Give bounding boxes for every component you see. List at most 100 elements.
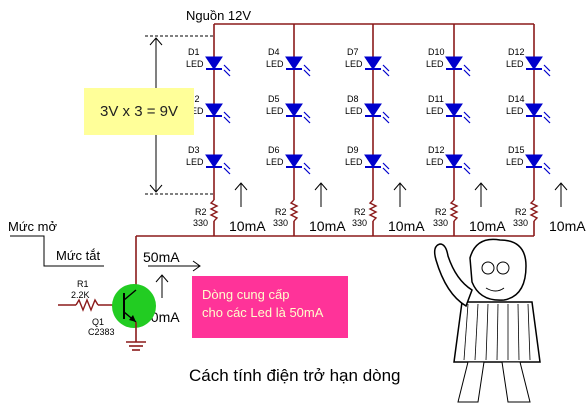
led-diode-icon (364, 56, 390, 77)
led-type-label: LED (426, 59, 444, 69)
led-ray (382, 162, 390, 170)
led-ray (303, 111, 311, 119)
led-ray (303, 162, 311, 170)
resistor-name: R2 (354, 207, 366, 217)
resistor-value: 330 (193, 218, 208, 228)
led-ray (382, 64, 390, 72)
led-diode-icon (445, 56, 471, 77)
professor-jacket-stripe (474, 303, 479, 361)
led-triangle (525, 154, 543, 168)
led-diode-icon (364, 103, 390, 124)
total-current-arrow-head (192, 260, 201, 272)
professor-eye (496, 261, 510, 275)
transistor-emitter-arrow (129, 315, 136, 322)
led-type-label: LED (426, 106, 444, 116)
led-triangle (285, 154, 303, 168)
led-type-label: LED (426, 157, 444, 167)
professor-jacket-stripe (496, 303, 499, 361)
led-diode-icon (285, 103, 311, 124)
led-diode-icon (285, 56, 311, 77)
resistor-name: R2 (515, 207, 527, 217)
led-ray (543, 167, 551, 175)
led-triangle (205, 154, 223, 168)
led-diode-icon (525, 103, 551, 124)
current-arrow-head (234, 182, 248, 191)
resistor-value: 330 (273, 218, 288, 228)
led-triangle (445, 154, 463, 168)
dimension-arrow-head (149, 184, 163, 193)
led-ray (463, 162, 471, 170)
led-name: D5 (268, 94, 280, 104)
column-current-label: 10mA (388, 218, 425, 234)
led-name: D3 (188, 145, 200, 155)
current-arrow-head (314, 182, 328, 191)
led-diode-icon (205, 154, 231, 175)
led-ray (303, 167, 311, 175)
led-triangle (205, 103, 223, 117)
transistor-name: Q1 (92, 317, 104, 327)
led-type-label: LED (186, 157, 204, 167)
led-diode-icon (364, 154, 390, 175)
base-resistor-name: R1 (77, 279, 89, 289)
led-type-label: LED (266, 157, 284, 167)
led-ray (382, 69, 390, 77)
led-name: D1 (188, 47, 200, 57)
led-ray (223, 69, 231, 77)
led-triangle (285, 103, 303, 117)
led-name: D4 (268, 47, 280, 57)
column-current-label: 10mA (469, 218, 506, 234)
column-current-label: 10mA (549, 218, 586, 234)
led-diode-icon (445, 103, 471, 124)
led-triangle (525, 56, 543, 70)
led-triangle (364, 154, 382, 168)
resistor-zigzag (289, 199, 299, 222)
resistor-zigzag (449, 199, 459, 222)
current-arrow-head (554, 182, 568, 191)
led-type-label: LED (345, 106, 363, 116)
signal-high-label: Mức mở (8, 219, 57, 234)
resistor-name: R2 (435, 207, 447, 217)
professor-jacket-stripe (527, 303, 531, 361)
led-name: D6 (268, 145, 280, 155)
led-name: D10 (428, 47, 445, 57)
signal-low-label: Mức tắt (56, 248, 100, 263)
led-ray (223, 64, 231, 72)
resistor-value: 330 (352, 218, 367, 228)
column-current-label: 10mA (309, 218, 346, 234)
led-triangle (364, 103, 382, 117)
base-resistor-zigzag (75, 298, 99, 312)
led-type-label: LED (186, 106, 204, 116)
led-diode-icon (205, 103, 231, 124)
signal-waveform (10, 235, 104, 267)
led-diode-icon (205, 56, 231, 77)
led-triangle (285, 56, 303, 70)
professor-mouth (485, 287, 505, 292)
led-name: D7 (347, 47, 359, 57)
led-ray (303, 69, 311, 77)
emitter-current-arrow-head (155, 274, 169, 283)
resistor-name: R2 (275, 207, 287, 217)
led-triangle (445, 56, 463, 70)
led-ray (303, 116, 311, 124)
led-type-label: LED (345, 59, 363, 69)
led-ray (223, 162, 231, 170)
professor-raised-arm (433, 243, 473, 308)
led-ray (543, 69, 551, 77)
led-ray (223, 111, 231, 119)
supply-box-line-2: cho các Led là 50mA (202, 305, 324, 320)
total-current-top-label: 50mA (143, 249, 180, 265)
led-diode-icon (445, 154, 471, 175)
led-ray (543, 64, 551, 72)
led-name: D11 (428, 94, 444, 104)
transistor-collector (123, 289, 137, 301)
current-arrow-head (474, 182, 488, 191)
led-ray (463, 111, 471, 119)
diagram-caption: Cách tính điện trở hạn dòng (189, 366, 401, 385)
led-ray (463, 167, 471, 175)
resistor-value: 330 (513, 218, 528, 228)
supply-label: Nguồn 12V (186, 8, 251, 23)
professor-leg (501, 361, 531, 403)
led-name: D12 (508, 47, 525, 57)
led-triangle (364, 56, 382, 70)
transistor-part: C2383 (88, 327, 115, 337)
